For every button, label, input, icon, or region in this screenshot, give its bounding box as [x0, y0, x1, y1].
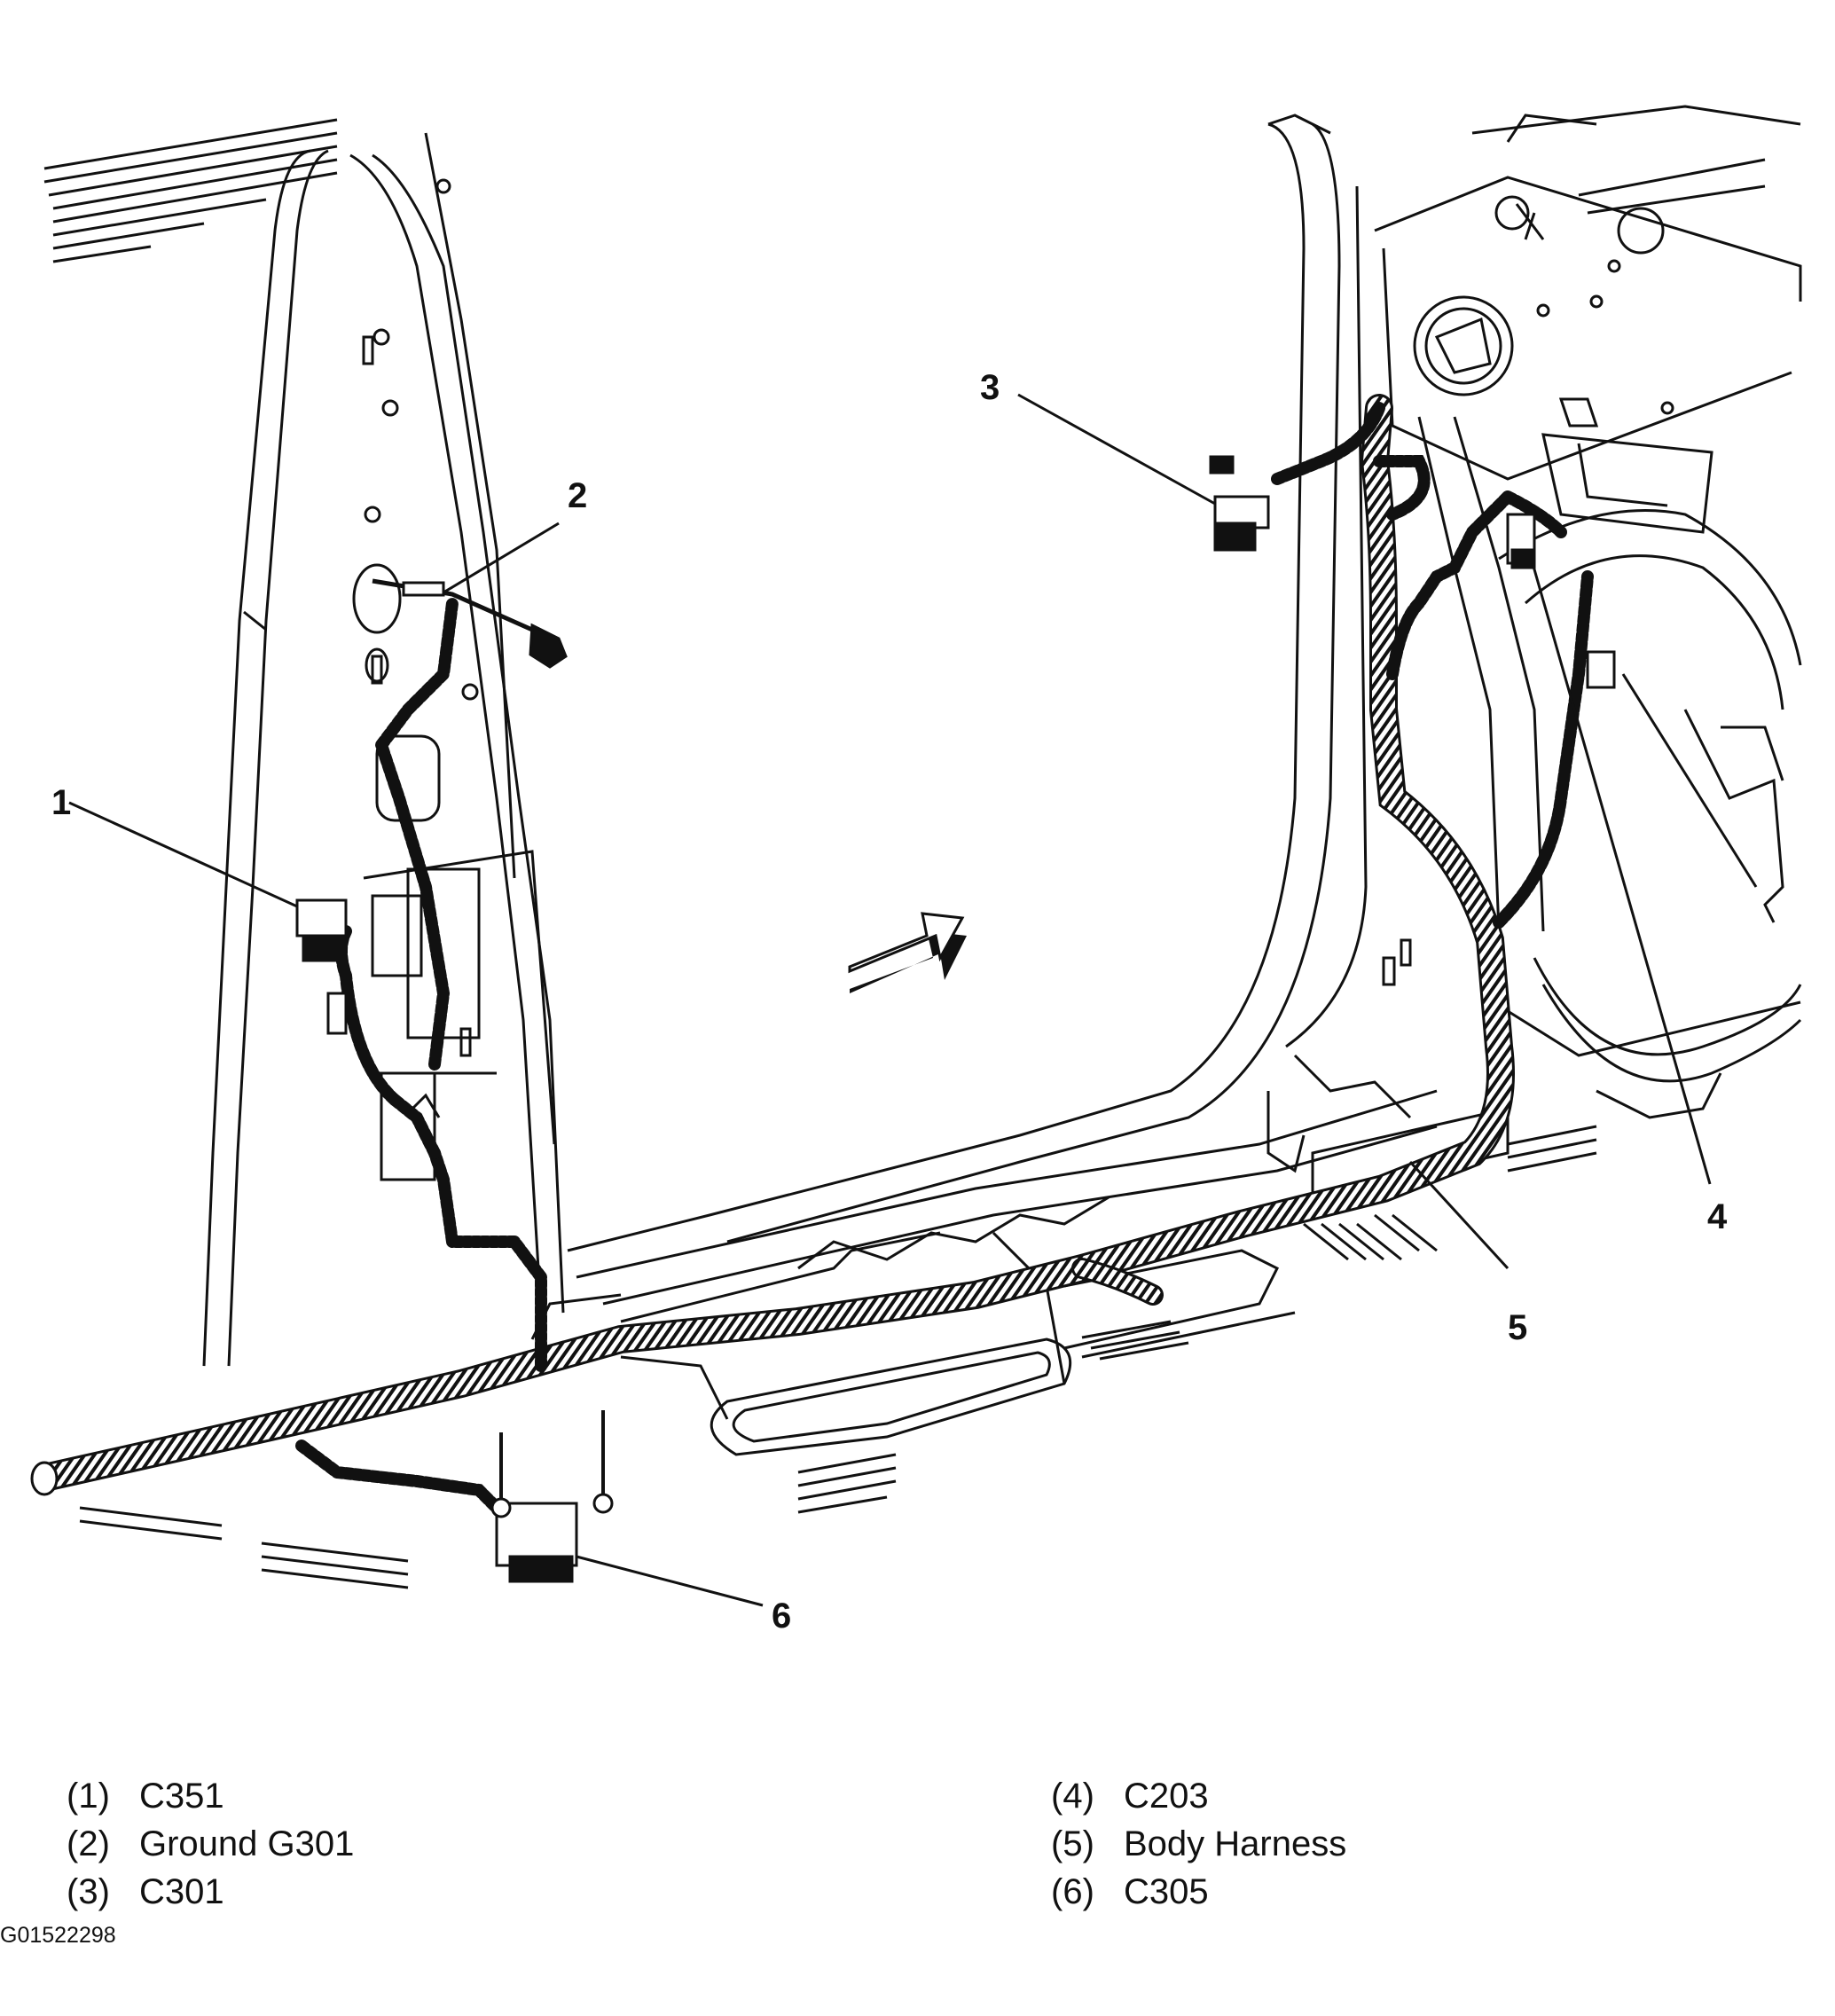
front-direction-arrow-icon [848, 912, 967, 993]
floor-and-rocker [530, 1089, 1438, 1456]
figure-id: G01522298 [0, 1923, 116, 1948]
legend-number: (4) [1051, 1777, 1094, 1816]
callout-3: 3 [980, 368, 1000, 407]
callout-5: 5 [1508, 1308, 1527, 1347]
legend-label: C203 [1124, 1777, 1209, 1816]
harness-diagram: 1 2 3 4 5 6 [30, 105, 1802, 1636]
legend-label: C305 [1124, 1872, 1209, 1911]
legend-item: (3) C301 [67, 1868, 354, 1916]
legend-label: Ground G301 [139, 1824, 355, 1863]
legend-number: (1) [67, 1777, 110, 1816]
right-structure [567, 105, 1802, 1252]
legend-item: (2) Ground G301 [67, 1820, 354, 1868]
legend-left: (1) C351 (2) Ground G301 (3) C301 [67, 1772, 354, 1916]
callout-1: 1 [51, 783, 71, 822]
legend-item: (6) C305 [1051, 1868, 1346, 1916]
leader-lines [68, 393, 1758, 1607]
branch-wires [295, 402, 1594, 1514]
callout-6: 6 [772, 1596, 791, 1636]
body-harness-coil [30, 394, 1515, 1496]
legend-label: Body Harness [1124, 1824, 1347, 1863]
legend-number: (6) [1051, 1872, 1094, 1911]
legend-label: C351 [139, 1777, 224, 1816]
legend-number: (2) [67, 1824, 110, 1863]
floor-hatching [79, 1125, 1597, 1589]
callout-2: 2 [568, 476, 587, 515]
connector-icon [295, 455, 1616, 1583]
callout-4: 4 [1707, 1197, 1728, 1236]
legend-item: (5) Body Harness [1051, 1820, 1346, 1868]
legend-item: (4) C203 [1051, 1772, 1346, 1820]
ground-bolt-icon [372, 578, 568, 669]
legend-number: (5) [1051, 1824, 1094, 1863]
roof-hatching [43, 118, 338, 263]
legend-label: C301 [139, 1872, 224, 1911]
legend-item: (1) C351 [67, 1772, 354, 1820]
left-pillar [202, 132, 565, 1367]
legend-number: (3) [67, 1872, 110, 1911]
legend-right: (4) C203 (5) Body Harness (6) C305 [1051, 1772, 1346, 1916]
